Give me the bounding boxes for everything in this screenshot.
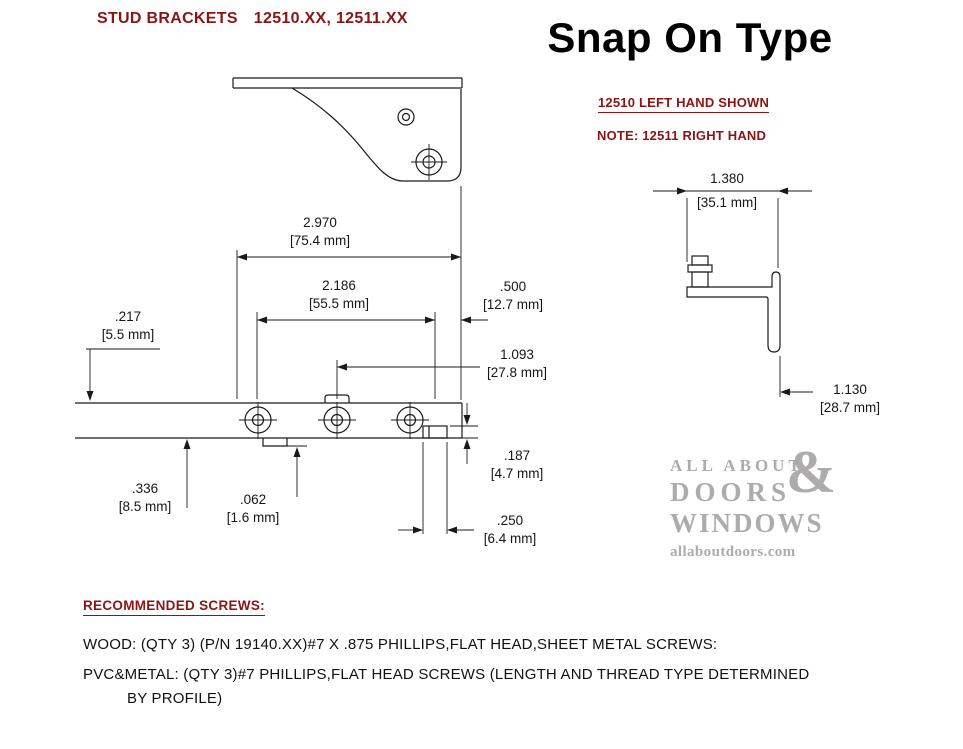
dim-hole-span-label: 2.186 [55.5 mm] (279, 277, 399, 313)
dim-top-offset-in: .217 (114, 309, 142, 324)
dim-tab-width-in: .250 (496, 513, 524, 528)
dim-top-offset-label: .217 [5.5 mm] (68, 308, 188, 344)
dim-front-width-mm: [75.4 mm] (289, 233, 351, 248)
top-view-drawing (232, 77, 463, 182)
dim-front-width-in: 2.970 (303, 215, 337, 230)
doc-title: STUD BRACKETS 12510.XX, 12511.XX (97, 10, 408, 28)
watermark-line3: WINDOWS (670, 508, 824, 538)
watermark-url: allaboutdoors.com (670, 544, 796, 560)
dim-bar-height-in: .336 (131, 481, 159, 496)
right-hand-note: NOTE: 12511 RIGHT HAND (597, 128, 767, 143)
dim-side-height-in: 1.130 (833, 382, 867, 397)
watermark-line1: ALL ABOUT (670, 456, 804, 475)
dim-end-offset-in: .500 (499, 279, 527, 294)
dim-side-width-in: 1.380 (710, 171, 744, 186)
hand-shown-note: 12510 LEFT HAND SHOWN (598, 95, 770, 113)
doc-title-name: STUD BRACKETS (97, 10, 238, 27)
dimension-lines (86, 186, 813, 534)
dim-notch-depth-in: .062 (239, 492, 267, 507)
side-view-drawing (686, 255, 781, 353)
dim-end-offset-mm: [12.7 mm] (482, 297, 544, 312)
dim-tab-width-mm: [6.4 mm] (483, 531, 537, 546)
dim-end-offset-label: .500 [12.7 mm] (453, 278, 573, 314)
screws-pvc-line1: PVC&METAL: (QTY 3)#7 PHILLIPS,FLAT HEAD … (83, 666, 810, 683)
dim-side-height-mm: [28.7 mm] (819, 400, 881, 415)
dim-tab-width-label: .250 [6.4 mm] (450, 512, 570, 548)
front-view-drawing (75, 394, 463, 447)
dim-hole-span-mm: [55.5 mm] (308, 296, 370, 311)
dim-notch-depth-mm: [1.6 mm] (226, 510, 280, 525)
dim-side-height-label: 1.130 [28.7 mm] (790, 381, 910, 417)
dim-bar-height-mm: [8.5 mm] (118, 499, 172, 514)
dim-mid-hole-in: 1.093 (500, 347, 534, 362)
dim-front-width-label: 2.970 [75.4 mm] (260, 214, 380, 250)
dim-lip-height-in: .187 (503, 448, 531, 463)
type-title: Snap On Type (547, 14, 833, 61)
dim-lip-height-label: .187 [4.7 mm] (457, 447, 577, 483)
dim-mid-hole-mm: [27.8 mm] (486, 365, 548, 380)
dim-side-width-mm: [35.1 mm] (696, 195, 758, 210)
watermark: ALL ABOUT & DOORS WINDOWS allaboutdoors.… (670, 442, 860, 561)
watermark-ampersand: & (786, 439, 836, 505)
dim-mid-hole-label: 1.093 [27.8 mm] (457, 346, 577, 382)
dim-lip-height-mm: [4.7 mm] (490, 466, 544, 481)
screws-pvc-line2: BY PROFILE) (127, 690, 223, 707)
screws-wood-line: WOOD: (QTY 3) (P/N 19140.XX)#7 X .875 PH… (83, 636, 718, 653)
dim-top-offset-mm: [5.5 mm] (101, 327, 155, 342)
screws-heading: RECOMMENDED SCREWS: (83, 598, 265, 616)
dim-notch-depth-label: .062 [1.6 mm] (193, 491, 313, 527)
dim-side-width-label: 1.380 [35.1 mm] (667, 170, 787, 212)
dim-hole-span-in: 2.186 (322, 278, 356, 293)
doc-title-part-numbers: 12510.XX, 12511.XX (253, 10, 408, 27)
watermark-line2: DOORS (670, 477, 792, 507)
dim-bar-height-label: .336 [8.5 mm] (85, 480, 205, 516)
